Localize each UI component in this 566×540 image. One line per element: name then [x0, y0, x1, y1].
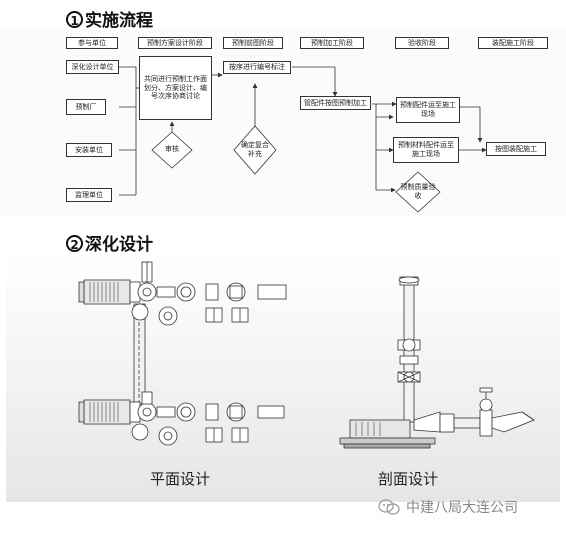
- stage-header-assembly: 装配施工阶段: [478, 37, 548, 49]
- stage-header-parties: 参与单位: [66, 37, 118, 49]
- watermark: 中建八局大连公司: [378, 497, 518, 517]
- diamond-review-label: 审核: [165, 145, 179, 154]
- party-prefab-factory: 预制厂: [66, 99, 106, 115]
- step-numbering: 按序进行编号标注: [223, 61, 291, 74]
- step-assembly: 按图装配施工: [486, 142, 546, 156]
- confirm-diamond: [233, 125, 277, 175]
- stage-header-scheme-design: 预制方案设计阶段: [138, 37, 212, 49]
- party-supervision-unit: 监理单位: [66, 188, 112, 202]
- section-drawing: [339, 276, 535, 449]
- accept-diamond: [395, 171, 441, 213]
- section-2-number: 2: [66, 235, 83, 252]
- diamond-accept-label: 预制质量验收: [400, 182, 436, 200]
- section-1-title: 实施流程: [85, 11, 153, 31]
- party-install-unit: 安装单位: [66, 143, 112, 157]
- party-design-unit: 深化设计单位: [66, 60, 119, 74]
- stage-header-processing: 预制加工阶段: [300, 37, 364, 49]
- wechat-icon: [378, 499, 400, 515]
- section-design-caption: 剖面设计: [378, 470, 439, 488]
- review-diamond: [151, 131, 193, 169]
- watermark-text: 中建八局大连公司: [406, 500, 518, 516]
- plan-drawing: [78, 261, 287, 446]
- stage-header-acceptance: 验收阶段: [395, 37, 449, 49]
- plan-design-caption: 平面设计: [150, 470, 211, 488]
- step-joint-discussion: 共同进行预制工作面划分、方案设计、编号次序协商讨论: [139, 56, 212, 120]
- stage-header-pre-drawing: 预制前图阶段: [223, 37, 283, 49]
- diamond-confirm-label: 确定复合补充: [241, 140, 269, 158]
- step-factory-processing: 管配件按图预制加工: [300, 96, 371, 110]
- section-2-title: 深化设计: [85, 235, 153, 255]
- section-1-number: 1: [66, 11, 83, 28]
- step-ship-materials: 预制材料配件运至施工现场: [393, 137, 459, 163]
- step-ship-pipe-parts: 预制配件运至施工现场: [396, 97, 460, 123]
